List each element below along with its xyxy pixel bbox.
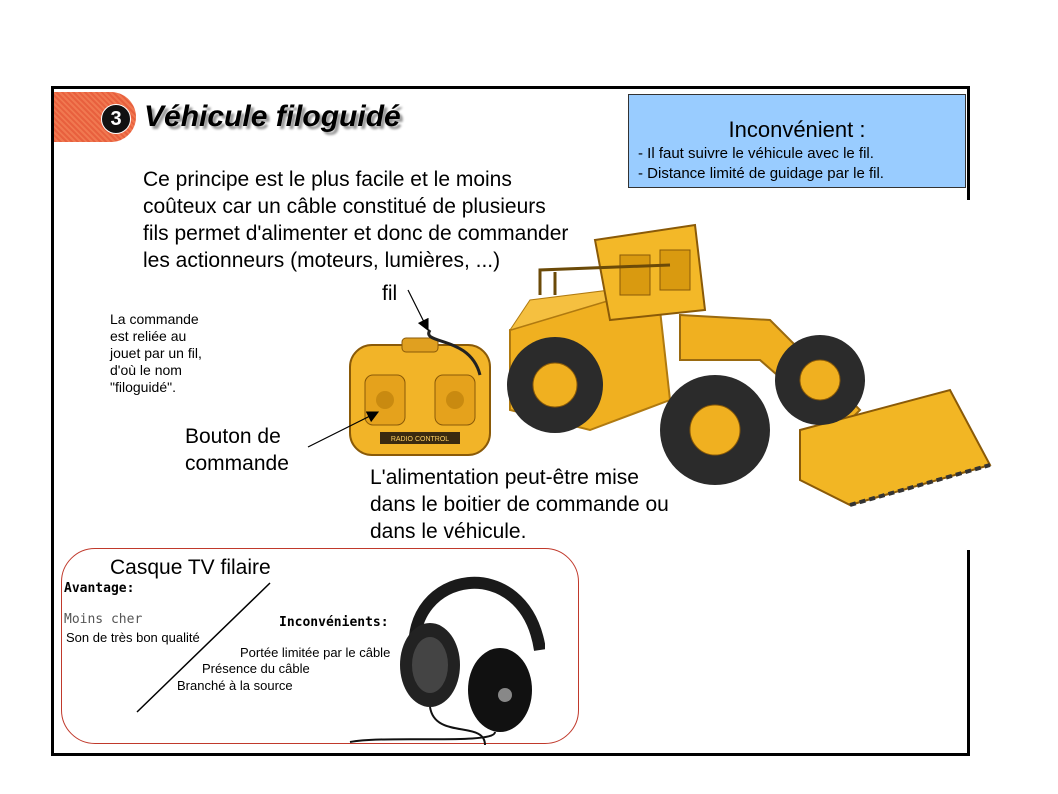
paragraph-line: fils permet d'alimenter et donc de comma… [143, 222, 569, 245]
bouton-label: Bouton de commande [185, 423, 289, 477]
avantage-item: Son de très bon qualité [66, 630, 200, 645]
alimentation-line: L'alimentation peut-être mise [370, 466, 639, 489]
inconvenient-line: - Distance limité de guidage par le fil. [638, 165, 884, 182]
side-note-line: d'où le nom [110, 362, 182, 378]
casque-title: Casque TV filaire [110, 556, 271, 579]
inconvenient-item: Portée limitée par le câble [240, 645, 391, 660]
main-paragraph: Ce principe est le plus facile et le moi… [143, 166, 568, 274]
fil-label: fil [382, 282, 398, 305]
divider-line [136, 582, 271, 713]
alimentation-line: dans le véhicule. [370, 520, 527, 543]
avantage-heading: Avantage: [64, 581, 135, 596]
side-note: La commande est reliée au jouet par un f… [110, 311, 202, 396]
remote-cable [427, 329, 482, 376]
paragraph-line: coûteux car un câble constitué de plusie… [143, 195, 546, 218]
inconvenient-item: Présence du câble [202, 661, 310, 676]
alimentation-text: L'alimentation peut-être mise dans le bo… [370, 464, 669, 545]
bouton-line: commande [185, 452, 289, 475]
side-note-line: La commande [110, 311, 199, 327]
casque-frame [61, 548, 579, 744]
alimentation-line: dans le boitier de commande ou [370, 493, 669, 516]
inconvenient-heading: Inconvénient : [728, 117, 866, 142]
side-note-line: "filoguidé". [110, 379, 176, 395]
side-note-line: jouet par un fil, [110, 345, 202, 361]
remote-control-image: RADIO CONTROL [349, 337, 491, 456]
remote-label: RADIO CONTROL [391, 436, 449, 443]
slide-title: Véhicule filoguidé [144, 100, 401, 133]
paragraph-line: les actionneurs (moteurs, lumières, ...) [143, 249, 501, 272]
inconvenient-box: Inconvénient : - Il faut suivre le véhic… [628, 94, 966, 188]
side-note-line: est reliée au [110, 328, 187, 344]
bouton-line: Bouton de [185, 425, 281, 448]
inconvenient-item: Branché à la source [177, 678, 293, 693]
inconvenient-line: - Il faut suivre le véhicule avec le fil… [638, 145, 874, 162]
section-number: 3 [101, 104, 131, 134]
avantage-item: Moins cher [64, 612, 143, 627]
bouton-arrow [307, 411, 380, 448]
inconvenients-heading: Inconvénients: [279, 615, 389, 630]
headphones-image [349, 576, 545, 746]
paragraph-line: Ce principe est le plus facile et le moi… [143, 168, 512, 191]
fil-arrow [407, 289, 429, 332]
wheel-loader-image [470, 200, 1000, 550]
